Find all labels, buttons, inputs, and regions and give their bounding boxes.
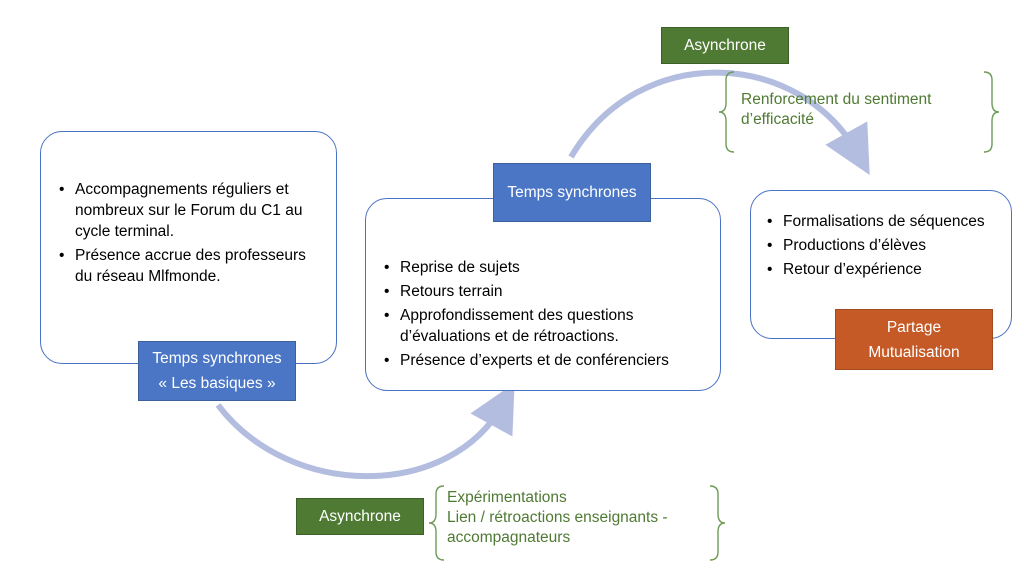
bottom-async-label-text: Asynchrone (319, 508, 401, 525)
bottom-async-note-line1: Expérimentations (447, 489, 567, 506)
list-item: Accompagnements réguliers et nombreux su… (59, 179, 322, 242)
right-card-label-line2: Mutualisation (868, 343, 960, 361)
right-card-list: Formalisations de séquences Productions … (767, 211, 1001, 280)
top-async-label-text: Asynchrone (684, 37, 766, 54)
bottom-left-brace (428, 485, 445, 561)
top-right-brace (983, 71, 1000, 153)
bottom-async-note-line2: Lien / rétroactions enseignants - (447, 509, 668, 526)
list-item: Formalisations de séquences (767, 211, 1001, 232)
left-card-label: Temps synchrones « Les basiques » (138, 341, 296, 401)
list-item: Retour d’expérience (767, 259, 1001, 280)
bottom-curved-arrow (215, 383, 515, 480)
bottom-async-note: Expérimentations Lien / rétroactions ens… (447, 488, 712, 548)
top-async-note-line1: Renforcement du sentiment (741, 91, 932, 108)
left-card-label-line2: « Les basiques » (158, 375, 276, 392)
middle-card-list: Reprise de sujets Retours terrain Approf… (384, 257, 710, 371)
list-item: Présence accrue des professeurs du résea… (59, 245, 322, 287)
list-item: Approfondissement des questions d’évalua… (384, 305, 710, 347)
list-item: Présence d’experts et de conférenciers (384, 350, 710, 371)
top-async-note: Renforcement du sentiment d’efficacité (741, 90, 986, 130)
bottom-async-note-line3: accompagnateurs (447, 529, 571, 546)
bottom-async-label: Asynchrone (296, 498, 424, 535)
list-item: Productions d’élèves (767, 235, 1001, 256)
middle-card: Reprise de sujets Retours terrain Approf… (365, 198, 721, 391)
middle-card-label-text: Temps synchrones (507, 184, 637, 201)
left-card-label-line1: Temps synchrones (152, 350, 282, 367)
top-left-brace (718, 71, 735, 153)
left-card: Accompagnements réguliers et nombreux su… (40, 131, 337, 364)
middle-card-label: Temps synchrones (493, 163, 651, 222)
top-async-label: Asynchrone (661, 27, 789, 64)
top-curved-arrow (568, 69, 870, 175)
top-async-note-line2: d’efficacité (741, 111, 814, 128)
left-card-list: Accompagnements réguliers et nombreux su… (59, 179, 322, 287)
list-item: Retours terrain (384, 281, 710, 302)
right-card-label-line1: Partage (886, 318, 942, 336)
list-item: Reprise de sujets (384, 257, 710, 278)
bottom-right-brace (709, 485, 726, 561)
right-card-label: Partage Mutualisation (835, 309, 993, 370)
